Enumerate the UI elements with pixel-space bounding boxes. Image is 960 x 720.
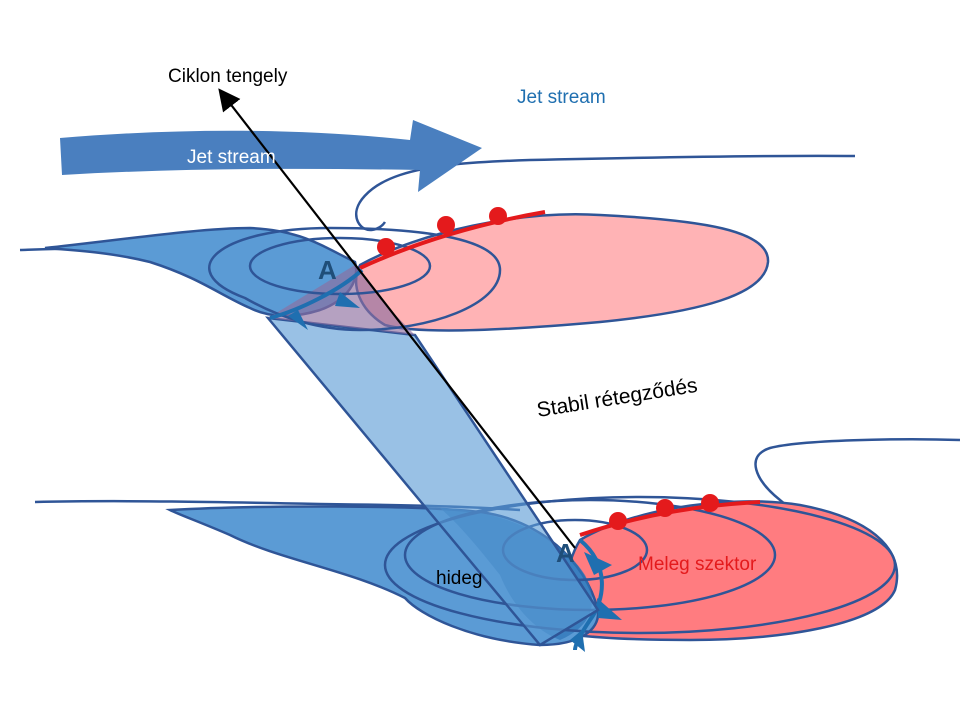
lower-cold-front-triangle bbox=[570, 630, 585, 652]
lower-warm-front-bump bbox=[701, 494, 719, 512]
upper-cold-front-triangle bbox=[288, 310, 308, 330]
jet-stream-upper-label: Jet stream bbox=[517, 87, 606, 108]
cyclone-axis-label: Ciklon tengely bbox=[168, 66, 288, 87]
lower-low-label: A bbox=[556, 538, 575, 568]
lower-cold-front-triangle bbox=[584, 552, 612, 575]
upper-cold-front-triangle bbox=[335, 292, 360, 308]
jet-stream-arrow-label: Jet stream bbox=[187, 147, 276, 168]
stable-stratification-label: Stabil rétegződés bbox=[535, 374, 699, 422]
lower-isobar-outer bbox=[383, 495, 897, 635]
upper-warm-front-bump bbox=[377, 238, 395, 256]
lower-warm-front-bump bbox=[656, 499, 674, 517]
upper-cold-front bbox=[269, 268, 364, 320]
upper-warm-front-bump bbox=[489, 207, 507, 225]
lower-warm-front-bump bbox=[609, 512, 627, 530]
upper-isobar-outer bbox=[208, 226, 502, 332]
upper-warm-front-bump bbox=[437, 216, 455, 234]
warm-sector-label: Meleg szektor bbox=[638, 554, 757, 575]
lower-cold-front-triangle bbox=[597, 598, 622, 620]
upper-low-label: A bbox=[318, 255, 337, 285]
cold-air-label: hideg bbox=[436, 568, 483, 589]
cyclone-axis-line bbox=[218, 88, 576, 549]
upper-warm-front bbox=[359, 210, 546, 270]
